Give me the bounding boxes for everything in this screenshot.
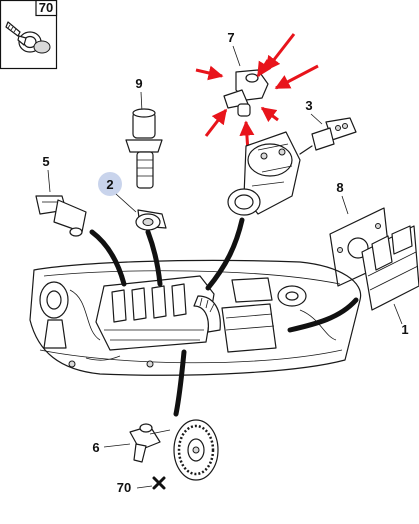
throttle-body [227, 131, 301, 216]
highlight-badge [98, 172, 122, 196]
oil-control-valve-9 [125, 108, 163, 189]
map-sensor-5 [35, 195, 87, 237]
bolt-icon [5, 21, 51, 54]
cross-mark-icon [152, 476, 166, 490]
flywheel [173, 419, 219, 481]
callout-9: 9 [135, 76, 142, 91]
leader-cables [89, 217, 359, 417]
callout-70-top: 70 [39, 0, 53, 15]
ecu-1 [361, 225, 419, 311]
callout-7: 7 [227, 30, 234, 45]
knock-sensor-2 [135, 209, 167, 231]
bolt-70-box: 70 [0, 0, 58, 70]
callout-3: 3 [305, 98, 312, 113]
camshaft-sensor-7 [223, 69, 269, 117]
engine-bay [29, 259, 362, 376]
crankshaft-sensor-6 [129, 423, 171, 463]
callout-70-bottom: 70 [117, 480, 131, 495]
callout-6: 6 [92, 440, 99, 455]
callout-2: 2 [106, 177, 113, 192]
callout-5: 5 [42, 154, 49, 169]
callout-8: 8 [336, 180, 343, 195]
red-arrows [195, 33, 319, 153]
callout-1: 1 [401, 322, 408, 337]
temperature-sensor-3 [299, 117, 357, 155]
